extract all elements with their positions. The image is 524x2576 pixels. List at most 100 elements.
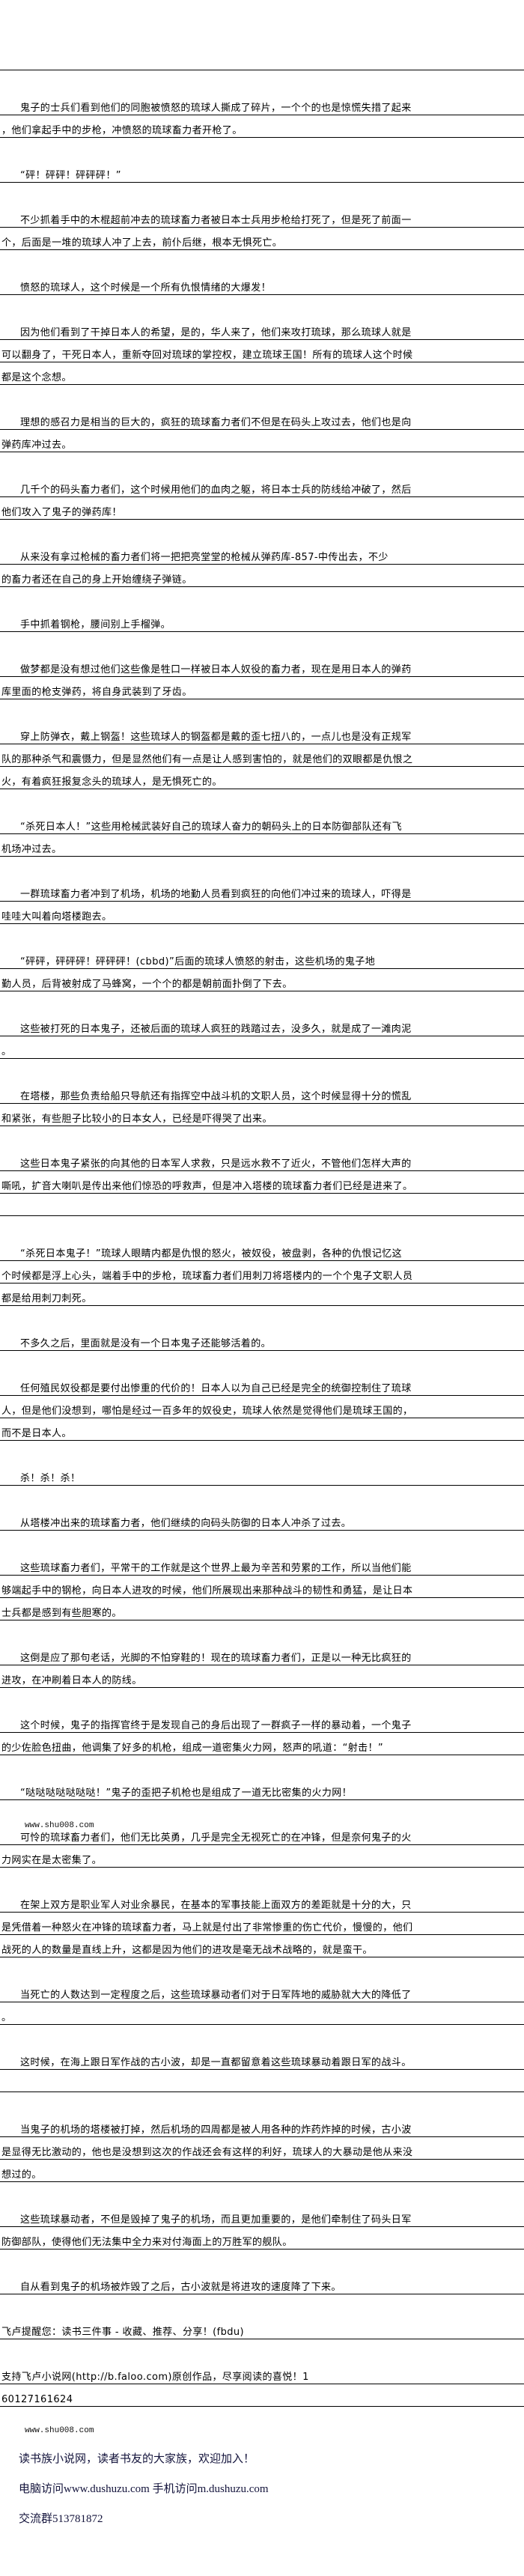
text-line: 理想的感召力是相当的巨大的，疯狂的琉球畜力者们不但是在码头上攻过去，他们也是向 [0,407,524,430]
text-line: 这些被打死的日本鬼子，还被后面的琉球人疯狂的践踏过去，没多久，就是成了一滩肉泥 [0,1014,524,1036]
text-line: ，他们拿起手中的步枪，冲愤怒的琉球畜力者开枪了。 [0,115,524,138]
text-line: 可以翻身了，干死日本人，重新夺回对琉球的掌控权，建立琉球王国！所有的琉球人这个时… [0,340,524,362]
text-line: 力网实在是太密集了。 [0,1845,524,1868]
paragraph-gap [0,1126,524,1149]
text-line: 进攻，在冲刷着日本人的防线。 [0,1665,524,1688]
text-line: 杀！杀！杀！ [0,1463,524,1486]
paragraph: 在塔楼，那些负责给船只导航还有指挥空中战斗机的文职人员，这个时候显得十分的慌乱和… [0,1081,524,1126]
paragraph: 这些日本鬼子紧张的向其他的日本军人求救，只是远水救不了近火，不管他们怎样大声的嘶… [0,1149,524,1194]
paragraph-gap [0,295,524,318]
paragraph-gap [0,183,524,205]
text-line: 60127161624 [0,2384,524,2407]
paragraph: 手中抓着钢枪，腰间别上手榴弹。 [0,610,524,632]
text-line: 够端起手中的钢枪，向日本人进攻的时候，他们所展现出来那种战斗的韧性和勇猛，是让日… [0,1576,524,1598]
paragraph: 做梦都是没有想过他们这些像是牲口一样被日本人奴役的畜力者，现在是用日本人的弹药库… [0,654,524,699]
text-line: 都是这个念想。 [0,362,524,385]
text-line: 勤人员，后背被射成了马蜂窝，一个个的都是朝前面扑倒了下去。 [0,969,524,991]
text-line: “杀死日本人！”这些用枪械武装好自己的琉球人奋力的朝码头上的日本防御部队还有飞 [0,812,524,834]
paragraph: 当鬼子的机场的塔楼被打掉，然后机场的四周都是被人用各种的炸药炸掉的时候，古小波是… [0,2115,524,2182]
paragraph-gap [0,520,524,542]
text-line: 当死亡的人数达到一定程度之后，这些琉球暴动者们对于日军阵地的威胁就大大的降低了 [0,1980,524,2002]
paragraph-gap [0,452,524,475]
paragraph: 穿上防弹衣，戴上钢盔！这些琉球人的钢盔都是戴的歪七扭八的，一点儿也是没有正规军队… [0,722,524,789]
text-line: 嘶吼，扩音大喇叭是传出来他们惊恐的呼救声，但是冲入塔楼的琉球畜力者们已经是进来了… [0,1171,524,1194]
text-line: 和紧张，有些胆子比较小的日本女人，已经是吓得哭了出来。 [0,1104,524,1126]
text-line: 个时候都是浮上心头，端着手中的步枪，琉球畜力者们用刺刀将塔楼内的一个个鬼子文职人… [0,1261,524,1284]
paragraph-gap [0,1306,524,1328]
text-line: 战死的人的数量是直线上升，这都是因为他们的进攻是毫无战术战略的，就是蛮干。 [0,1935,524,1957]
text-line [0,48,524,70]
paragraph-gap [0,2294,524,2317]
text-line: 不多久之后，里面就是没有一个日本鬼子还能够活着的。 [0,1328,524,1351]
paragraph-gap [0,1216,524,1239]
text-line: 他们攻入了鬼子的弹药库！ [0,497,524,520]
text-line: “砰！砰砰！砰砰砰！” [0,160,524,183]
paragraph: 从塔楼冲出来的琉球畜力者，他们继续的向码头防御的日本人冲杀了过去。 [0,1508,524,1531]
text-line: 当鬼子的机场的塔楼被打掉，然后机场的四周都是被人用各种的炸药炸掉的时候，古小波 [0,2115,524,2137]
paragraph-gap [0,2092,524,2115]
text-line: 火，有着疯狂报复念头的琉球人，是无惧死亡的。 [0,767,524,789]
paragraph: 几千个的码头畜力者们，这个时候用他们的血肉之躯，将日本士兵的防线给冲破了，然后他… [0,475,524,520]
text-line: 鬼子的士兵们看到他们的同胞被愤怒的琉球人撕成了碎片，一个个的也是惊慌失措了起来 [0,93,524,115]
paragraph-gap [0,587,524,610]
footer-group-number: 交流群513781872 [19,2513,103,2525]
paragraph: 自从看到鬼子的机场被炸毁了之后，古小波就是将进攻的速度降了下来。 [0,2272,524,2294]
paragraph-gap [0,2339,524,2362]
paragraph-gap [0,1441,524,1463]
paragraph: 鬼子的士兵们看到他们的同胞被愤怒的琉球人撕成了碎片，一个个的也是惊慌失措了起来，… [0,93,524,138]
paragraph-gap [0,138,524,160]
text-line: 愤怒的琉球人，这个时候是一个所有仇恨情绪的大爆发！ [0,273,524,295]
paragraph: 在架上双方是职业军人对业余暴民，在基本的军事技能上面双方的差距就是十分的大，只是… [0,1890,524,1957]
paragraph-gap [0,1755,524,1778]
text-line: 因为他们看到了干掉日本人的希望，是的，华人来了，他们来攻打琉球，那么琉球人就是 [0,318,524,340]
text-line: 这时候，在海上跟日军作战的古小波，却是一直都留意着这些琉球暴动着跟日军的战斗。 [0,2047,524,2070]
paragraph: 杀！杀！杀！ [0,1463,524,1486]
text-line: 在塔楼，那些负责给船只导航还有指挥空中战斗机的文职人员，这个时候显得十分的慌乱 [0,1081,524,1104]
paragraph-gap [0,2250,524,2272]
paragraph-gap [0,699,524,722]
paragraph: 飞卢提醒您：读书三件事 - 收藏、推荐、分享！(fbdu) [0,2317,524,2339]
text-line: 的少佐脸色扭曲，他调集了好多的机枪，组成一道密集火力网，怒声的吼道：“射击！” [0,1733,524,1755]
text-line: 几千个的码头畜力者们，这个时候用他们的血肉之躯，将日本士兵的防线给冲破了，然后 [0,475,524,497]
paragraph: 一群琉球畜力者冲到了机场，机场的地勤人员看到疯狂的向他们冲过来的琉球人，吓得是哇… [0,879,524,924]
text-line: 不少抓着手中的木棍超前冲去的琉球畜力者被日本士兵用步枪给打死了，但是死了前面一 [0,205,524,228]
paragraph-gap [0,1531,524,1553]
text-line: 这些琉球暴动者，不但是毁掉了鬼子的机场，而且更加重要的，是他们牵制住了码头日军 [0,2205,524,2227]
paragraph: 这个时候，鬼子的指挥官终于是发现自己的身后出现了一群疯子一样的暴动着，一个鬼子的… [0,1710,524,1755]
paragraph: 支持飞卢小说网(http://b.faloo.com)原创作品，尽享阅读的喜悦！… [0,2362,524,2407]
text-line: 机场冲过去。 [0,834,524,857]
paragraph: 这时候，在海上跟日军作战的古小波，却是一直都留意着这些琉球暴动着跟日军的战斗。 [0,2047,524,2070]
text-line: 在架上双方是职业军人对业余暴民，在基本的军事技能上面双方的差距就是十分的大，只 [0,1890,524,1913]
text-line: 做梦都是没有想过他们这些像是牲口一样被日本人奴役的畜力者，现在是用日本人的弹药 [0,654,524,677]
text-line: 这倒是应了那句老话，光脚的不怕穿鞋的！现在的琉球畜力者们，正是以一种无比疯狂的 [0,1643,524,1665]
paragraph: 这些琉球畜力者们，平常干的工作就是这个世界上最为辛苦和劳累的工作，所以当他们能够… [0,1553,524,1620]
text-line: 自从看到鬼子的机场被炸毁了之后，古小波就是将进攻的速度降了下来。 [0,2272,524,2294]
text-line: “哒哒哒哒哒哒哒！”鬼子的歪把子机枪也是组成了一道无比密集的火力网！ [0,1778,524,1800]
text-line: 穿上防弹衣，戴上钢盔！这些琉球人的钢盔都是戴的歪七扭八的，一点儿也是没有正规军 [0,722,524,744]
paragraph-gap [0,1059,524,1081]
footer-site-links: 电脑访问www.dushuzu.com 手机访问m.dushuzu.com [19,2483,269,2495]
text-line: “砰砰，砰砰砰！砰砰砰！(cbbd)”后面的琉球人愤怒的射击，这些机场的鬼子地 [0,947,524,969]
paragraph-gap [0,1486,524,1508]
paragraph: “杀死日本鬼子！”琉球人眼睛内都是仇恨的怒火，被奴役，被盘剥，各种的仇恨记忆这个… [0,1239,524,1306]
text-line: 是凭借着一种怒火在冲锋的琉球畜力者，马上就是付出了非常惨重的伤亡代价，慢慢的，他… [0,1913,524,1935]
text-line: 这些琉球畜力者们，平常干的工作就是这个世界上最为辛苦和劳累的工作，所以当他们能 [0,1553,524,1576]
text-line: 而不是日本人。 [0,1418,524,1441]
blank-ruled-line [0,1194,524,1216]
text-line: 从来没有拿过枪械的畜力者们将一把把亮堂堂的枪械从弹药库-857-中传出去，不少 [0,542,524,565]
paragraph: “砰！砰砰！砰砰砰！” [0,160,524,183]
text-line: 士兵都是感到有些胆寒的。 [0,1598,524,1620]
paragraph-gap [0,991,524,1014]
paragraph-gap [0,70,524,93]
text-line: 弹药库冲过去。 [0,430,524,452]
paragraph: 这些被打死的日本鬼子，还被后面的琉球人疯狂的践踏过去，没多久，就是成了一滩肉泥。 [0,1014,524,1059]
text-line: 是显得无比激动的，他也是没想到这次的作战还会有这样的利好，琉球人的大暴动是他从来… [0,2137,524,2160]
text-line: 想过的。 [0,2160,524,2182]
paragraph-gap [0,789,524,812]
text-line: 飞卢提醒您：读书三件事 - 收藏、推荐、分享！(fbdu) [0,2317,524,2339]
paragraph-gap [0,632,524,654]
paragraph-gap [0,1351,524,1373]
text-line: 支持飞卢小说网(http://b.faloo.com)原创作品，尽享阅读的喜悦！… [0,2362,524,2384]
text-line: 可怜的琉球畜力者们，他们无比英勇，几乎是完全无视死亡的在冲锋，但是奈何鬼子的火 [0,1823,524,1845]
paragraph: 不少抓着手中的木棍超前冲去的琉球畜力者被日本士兵用步枪给打死了，但是死了前面一个… [0,205,524,250]
